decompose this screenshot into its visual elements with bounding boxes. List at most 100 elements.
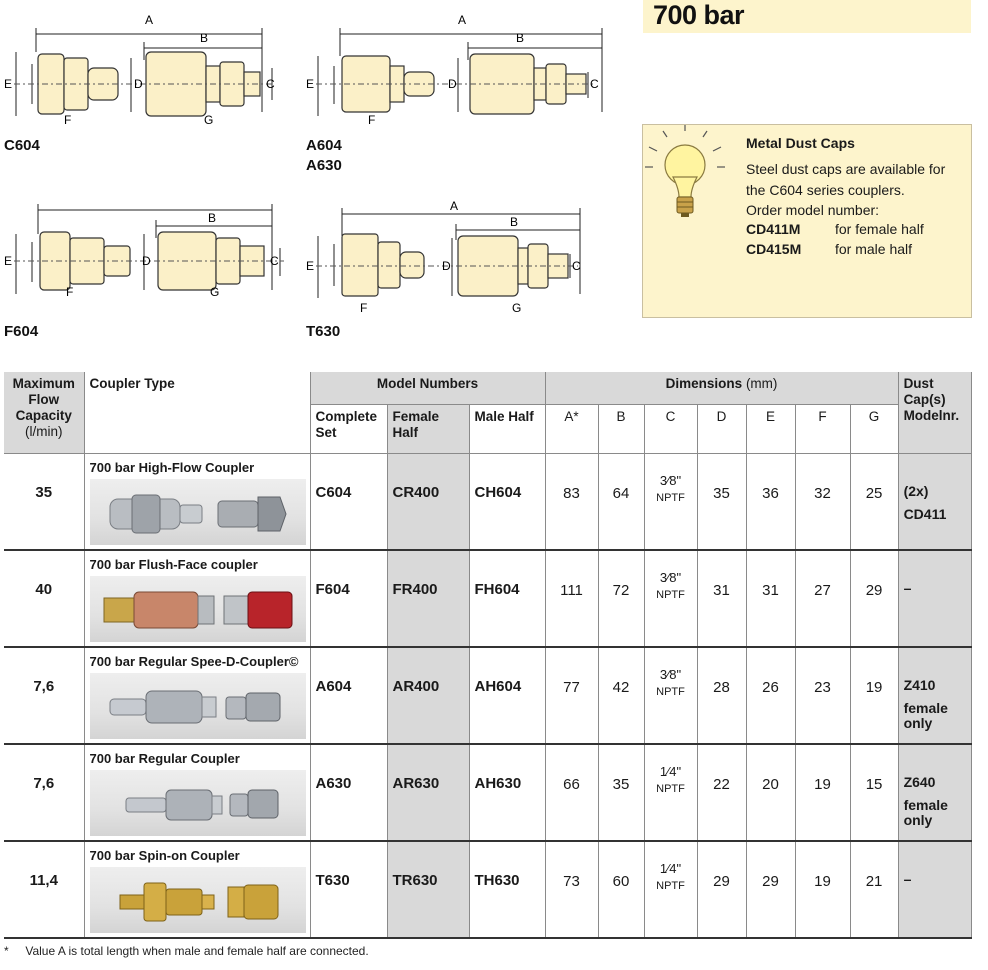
complete-set-model: A630 <box>310 744 388 842</box>
coupler-drawing-c604: A B C D E F G <box>4 13 275 127</box>
dust-cap-model: CD415M <box>746 241 802 257</box>
dim-label-b: B <box>516 31 524 45</box>
header-flow-label: Maximum Flow Capacity <box>12 376 75 423</box>
coupler-drawing-a604: A B C D E F <box>306 13 603 127</box>
dim-c-cell: 1⁄4" NPTF <box>644 841 698 939</box>
dim-label-a: A <box>145 13 153 27</box>
coupler-photo <box>89 673 306 739</box>
dust-cap-cell: (2x) CD411 <box>898 453 972 551</box>
dim-label-f: F <box>360 301 367 315</box>
flow-capacity: 35 <box>4 453 85 551</box>
dim-label-g: G <box>204 113 213 127</box>
header-model-numbers: Model Numbers <box>310 372 546 405</box>
dim-label-e: E <box>306 259 314 273</box>
dim-e-value: 26 <box>746 647 796 745</box>
dust-cap-title: Metal Dust Caps <box>746 135 855 151</box>
dim-d-value: 31 <box>697 550 747 648</box>
dim-e-value: 36 <box>746 453 796 551</box>
dim-label-g: G <box>210 285 219 299</box>
male-half-model: CH604 <box>469 453 546 551</box>
female-half-model: FR400 <box>387 550 470 648</box>
dim-label-a: A <box>450 199 458 213</box>
dim-d-value: 29 <box>697 841 747 939</box>
female-half-model: AR630 <box>387 744 470 842</box>
flow-capacity: 40 <box>4 550 85 648</box>
dim-a-value: 66 <box>545 744 599 842</box>
dim-label-g: G <box>512 301 521 315</box>
dim-c-unit: NPTF <box>656 783 685 795</box>
dim-d-value: 28 <box>697 647 747 745</box>
dim-c-value: 1⁄4" <box>659 861 682 876</box>
dim-label-d: D <box>142 254 151 268</box>
table-row: 7,6 700 bar Regular Coupler A630 AR630 A… <box>4 744 972 842</box>
coupler-type-cell: 700 bar Flush-Face coupler <box>84 550 311 648</box>
dim-c-unit: NPTF <box>656 491 685 504</box>
dust-cap-cell: Z640 female only <box>898 744 972 842</box>
dim-c-value: 3⁄8" <box>659 570 682 585</box>
dim-a-value: 111 <box>545 550 599 648</box>
female-half-model: CR400 <box>387 453 470 551</box>
coupler-photo <box>89 576 306 642</box>
male-half-model: TH630 <box>469 841 546 939</box>
dim-c-value: 1⁄4" <box>659 764 682 779</box>
dim-c-cell: 1⁄4" NPTF <box>644 744 698 842</box>
header-dim-a: A* <box>545 404 599 454</box>
table-row: 7,6 700 bar Regular Spee-D-Coupler© A604… <box>4 647 972 745</box>
drawing-a604: A B C D E F <box>306 12 606 130</box>
coupler-photo <box>89 867 306 933</box>
flow-capacity: 11,4 <box>4 841 85 939</box>
drawing-f604: B C D E F G <box>4 198 294 306</box>
dim-b-value: 42 <box>598 647 645 745</box>
coupler-drawing-t630: A B C D E F G <box>306 199 581 315</box>
dust-cap-model-nr: Z640 <box>903 774 936 790</box>
dim-label-e: E <box>4 254 12 268</box>
dim-d-value: 35 <box>697 453 747 551</box>
coupler-spec-table: Maximum Flow Capacity (l/min) Coupler Ty… <box>4 372 972 939</box>
dust-cap-cell: – <box>898 550 972 648</box>
header-dimensions-label: Dimensions <box>665 376 743 391</box>
drawing-label-f604: F604 <box>4 323 39 340</box>
coupler-type-cell: 700 bar High-Flow Coupler <box>84 453 311 551</box>
header-dimensions: Dimensions (mm) <box>545 372 899 405</box>
header-male-half: Male Half <box>469 404 546 454</box>
dim-a-value: 83 <box>545 453 599 551</box>
header-flow-unit: (l/min) <box>25 424 63 439</box>
coupler-type-cell: 700 bar Regular Coupler <box>84 744 311 842</box>
dust-cap-model-nr: – <box>903 871 912 887</box>
footnote-text: Value A is total length when male and fe… <box>25 944 369 958</box>
dim-label-d: D <box>442 259 451 273</box>
dust-cap-note: female only <box>903 700 948 731</box>
drawing-label-a630: A630 <box>306 157 342 174</box>
dim-c-value: 3⁄8" <box>659 667 682 682</box>
complete-set-model: C604 <box>310 453 388 551</box>
dust-cap-info-box: Metal Dust Caps Steel dust caps are avai… <box>642 124 972 318</box>
header-dim-b: B <box>598 404 645 454</box>
dim-c-unit: NPTF <box>656 589 685 601</box>
drawing-label-t630: T630 <box>306 323 341 340</box>
dim-c-unit: NPTF <box>656 880 685 892</box>
coupler-type-cell: 700 bar Spin-on Coupler <box>84 841 311 939</box>
dust-cap-qty: – <box>903 580 912 596</box>
light-bulb-icon <box>645 125 725 217</box>
male-half-model: AH630 <box>469 744 546 842</box>
dim-label-f: F <box>368 113 375 127</box>
drawing-label-c604: C604 <box>4 137 40 154</box>
complete-set-model: T630 <box>310 841 388 939</box>
dim-c-value: 3⁄8" <box>659 472 682 488</box>
header-coupler-type: Coupler Type <box>84 372 311 454</box>
dim-g-value: 25 <box>850 453 899 551</box>
dim-d-value: 22 <box>697 744 747 842</box>
dim-label-b: B <box>510 215 518 229</box>
header-flow: Maximum Flow Capacity (l/min) <box>4 372 85 454</box>
header-dim-f: F <box>795 404 851 454</box>
drawing-label-a604: A604 <box>306 137 342 154</box>
header-dim-g: G <box>850 404 899 454</box>
dust-cap-line: Order model number: <box>746 202 880 218</box>
dim-a-value: 77 <box>545 647 599 745</box>
drawing-t630: A B C D E F G <box>306 198 596 318</box>
table-row: 40 700 bar Flush-Face coupler F604 FR400… <box>4 550 972 648</box>
flow-capacity: 7,6 <box>4 744 85 842</box>
dust-cap-model-desc: for male half <box>835 241 913 257</box>
dim-f-value: 23 <box>795 647 851 745</box>
dim-g-value: 15 <box>850 744 899 842</box>
